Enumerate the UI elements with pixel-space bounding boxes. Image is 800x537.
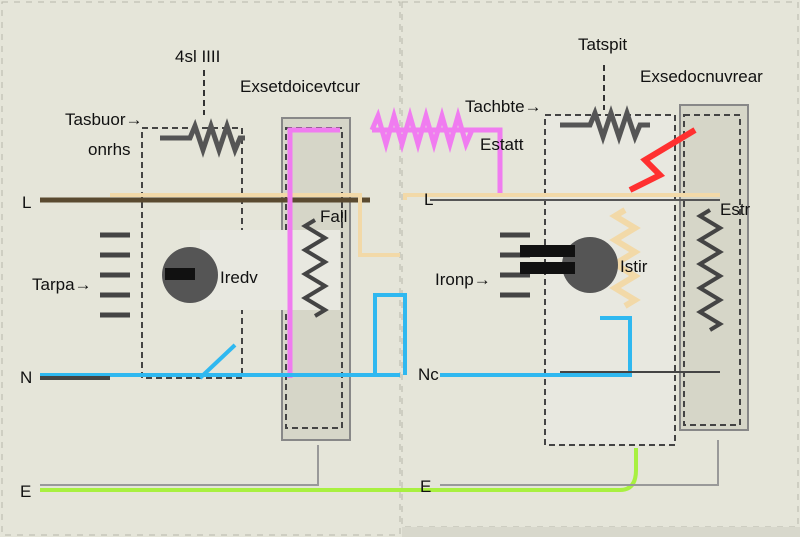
right-motor xyxy=(562,237,618,293)
left-motor-label: Iredv xyxy=(220,268,258,287)
right-source-sub-label: Estatt xyxy=(480,135,524,154)
left-transformer xyxy=(100,232,130,318)
right-coil xyxy=(696,208,724,332)
right-neutral-wire xyxy=(440,316,632,377)
heater-element xyxy=(628,127,697,193)
right-neutral-label: Nc xyxy=(418,365,439,384)
left-source-label: Tasbuor→ xyxy=(65,110,142,129)
left-resistor-label: 4sl IIII xyxy=(175,47,220,66)
right-transformer-label: Ironp→ xyxy=(435,270,491,289)
left-earth-label: E xyxy=(20,482,31,501)
left-source-sub-label: onrhs xyxy=(88,140,131,159)
right-motor-label: Istir xyxy=(620,257,648,276)
right-earth-label: E xyxy=(420,477,431,496)
right-source-label: Tachbte→ xyxy=(465,97,542,116)
left-line-label: L xyxy=(22,193,31,212)
left-box-title: Exsetdoicevtcur xyxy=(240,77,360,96)
right-tan-coil xyxy=(609,207,641,309)
left-coil-label: Fall xyxy=(320,207,347,226)
left-resistor xyxy=(160,118,245,158)
right-coil-label: Estr xyxy=(720,200,751,219)
right-box-title: Exsedocnuvrear xyxy=(640,67,763,86)
pink-coil xyxy=(369,106,475,154)
right-transformer xyxy=(500,232,530,298)
left-neutral-wire xyxy=(40,293,407,377)
left-transformer-label: Tarpa→ xyxy=(32,275,92,294)
left-coil xyxy=(301,218,329,318)
right-contactor-box xyxy=(679,104,749,431)
right-resistor xyxy=(560,105,650,145)
right-resistor-label: Tatspit xyxy=(578,35,627,54)
right-line-label: L xyxy=(424,190,433,209)
left-neutral-label: N xyxy=(20,368,32,387)
